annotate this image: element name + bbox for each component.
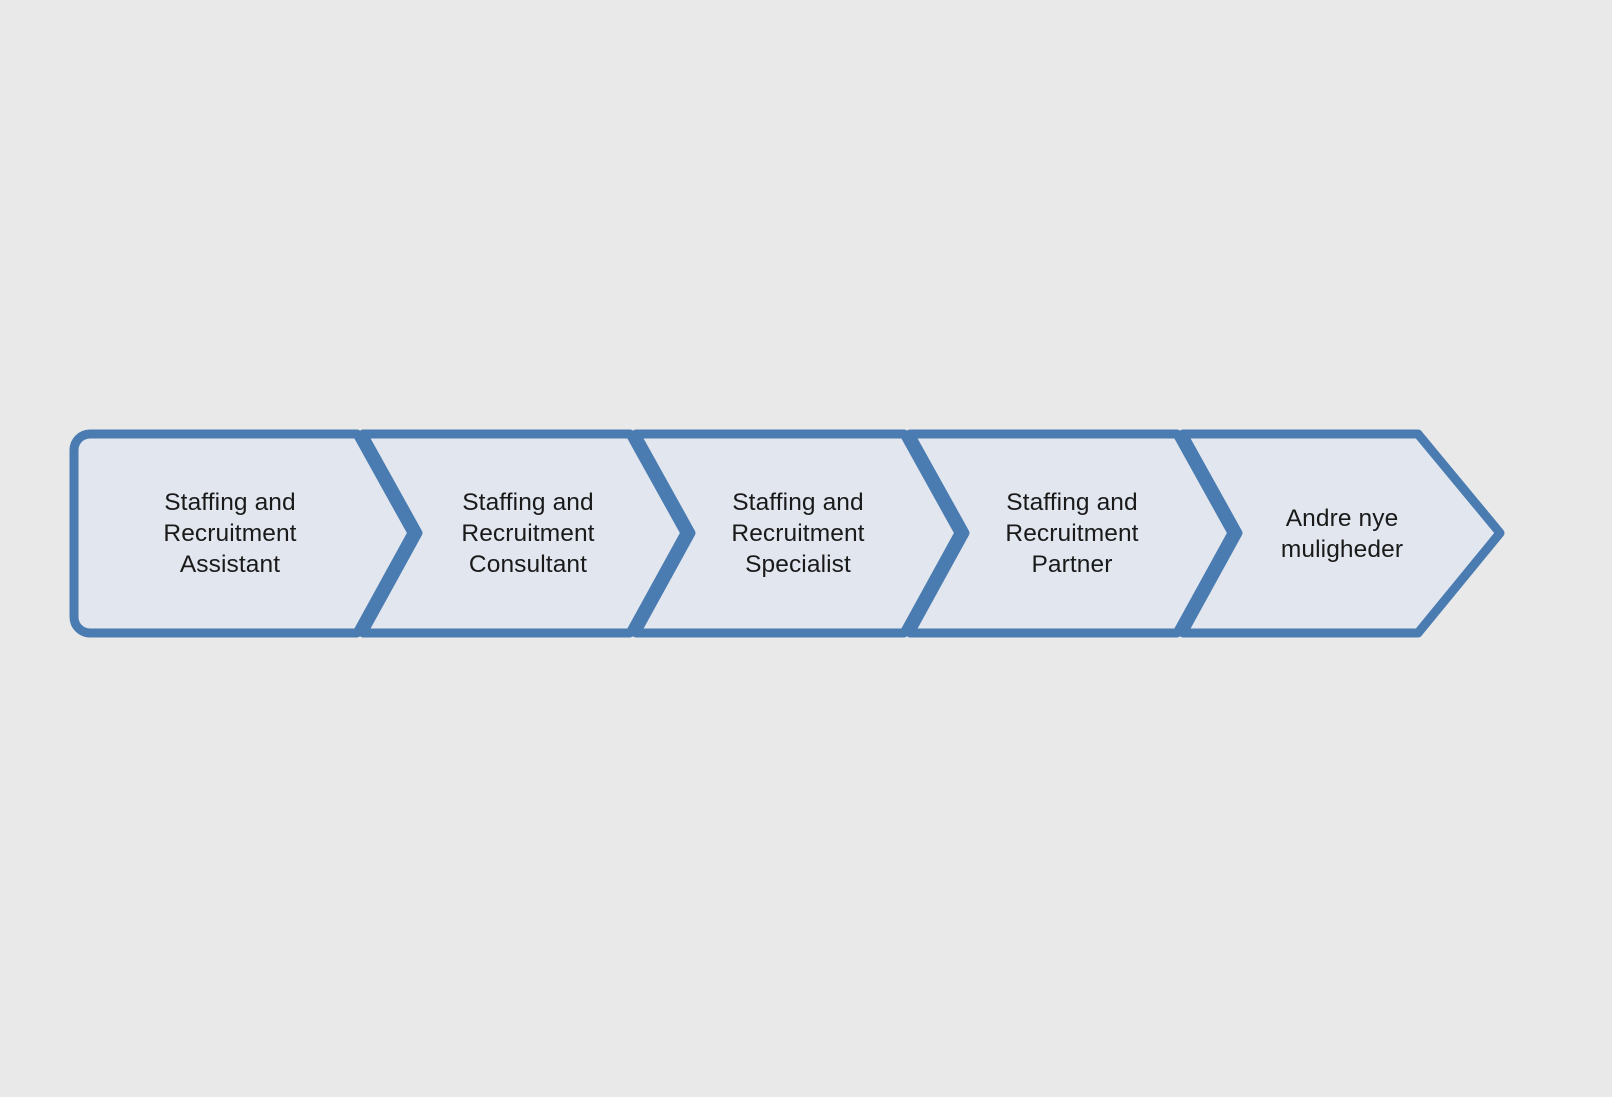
chevron-shape-1[interactable] [69,429,417,638]
chevron-shape-3[interactable] [631,429,964,638]
chevron-shape-2[interactable] [358,429,690,638]
chevron-shape-5[interactable] [1178,429,1505,638]
chevron-shape-4[interactable] [905,429,1237,638]
